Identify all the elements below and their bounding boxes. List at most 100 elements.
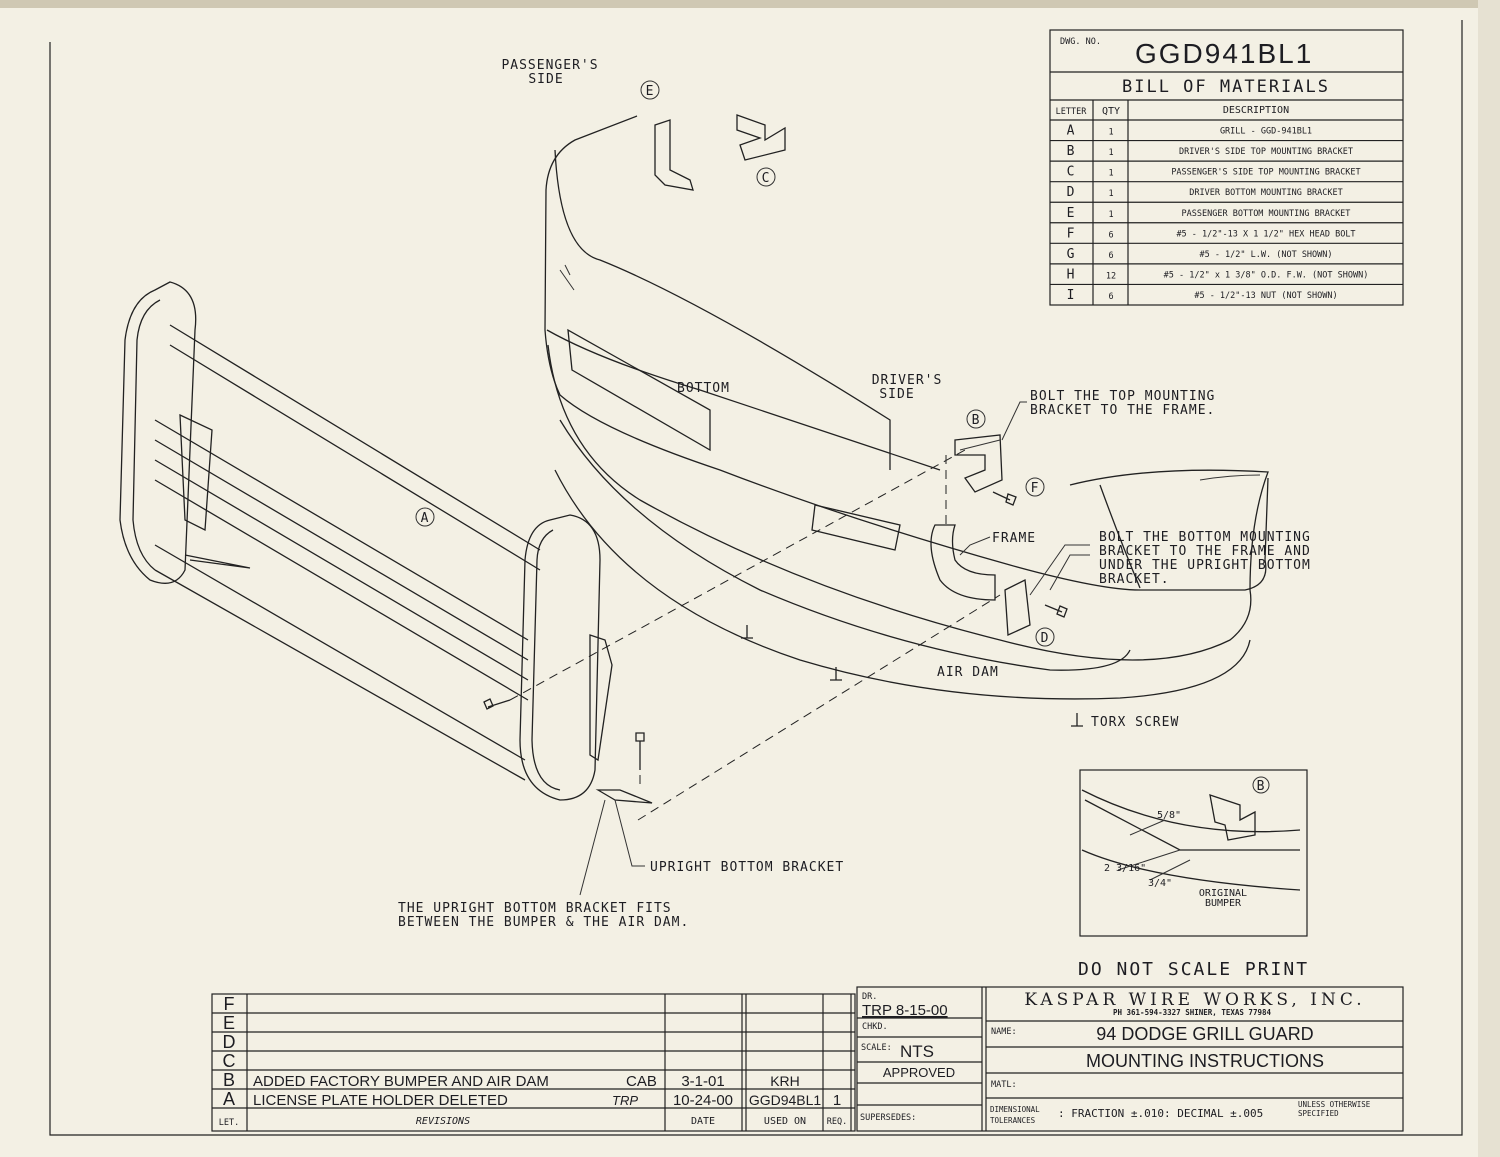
- tolerances-value: : FRACTION ±.010: DECIMAL ±.005: [1058, 1107, 1263, 1120]
- grill-guard-side-bracket: [589, 634, 613, 762]
- callouts: E C A B F D: [415, 80, 1055, 647]
- supersedes-label: SUPERSEDES:: [860, 1113, 916, 1123]
- bom-row: E 1 PASSENGER BOTTOM MOUNTING BRACKET: [1067, 206, 1351, 221]
- bom-description: #5 - 1/2" x 1 3/8" O.D. F.W. (NOT SHOWN): [1164, 270, 1369, 280]
- bom-qty: 12: [1106, 271, 1116, 281]
- company-name: KASPAR WIRE WORKS, INC.: [1024, 990, 1365, 1010]
- detail-line: [959, 439, 1261, 481]
- hex-bolt-icon: [483, 698, 511, 710]
- bom-description: DRIVER BOTTOM MOUNTING BRACKET: [1189, 188, 1343, 198]
- rev-letter: B: [223, 1070, 235, 1090]
- bottom-bracket-note: BRACKET.: [1099, 572, 1170, 587]
- top-bracket-note: BOLT THE TOP MOUNTING: [1030, 389, 1215, 404]
- bom-header-description: DESCRIPTION: [1223, 105, 1289, 116]
- callout-f: F: [1031, 481, 1040, 496]
- bumper-opening-2: [811, 504, 901, 551]
- revision-row: F: [224, 994, 235, 1014]
- bill-of-materials: DWG. NO. GGD941BL1 BILL OF MATERIALS LET…: [1049, 29, 1404, 306]
- bumper-outline: [544, 115, 1269, 591]
- rev-letter: E: [223, 1013, 235, 1033]
- bom-header-qty: QTY: [1102, 106, 1120, 117]
- frame-rail: [930, 524, 996, 601]
- hood-edge: [554, 149, 891, 470]
- bom-letter: G: [1067, 247, 1076, 262]
- drawing-name-line2: MOUNTING INSTRUCTIONS: [1086, 1051, 1324, 1071]
- rev-by: TRP: [612, 1093, 638, 1108]
- matl-label: MATL:: [991, 1080, 1017, 1090]
- leader-line: [959, 536, 991, 556]
- chkd-label: CHKD.: [862, 1022, 888, 1032]
- rev-header-used-on: USED ON: [764, 1116, 806, 1127]
- name-label: NAME:: [991, 1027, 1017, 1037]
- bom-qty: 6: [1108, 251, 1113, 261]
- assembly-line: [509, 449, 966, 701]
- bottom-bracket-note: BRACKET TO THE FRAME AND: [1099, 544, 1311, 559]
- bom-letter: I: [1067, 288, 1076, 303]
- dr-label: DR.: [862, 992, 877, 1002]
- approved-label: APPROVED: [883, 1065, 955, 1080]
- bom-qty: 1: [1108, 210, 1113, 220]
- drawing-name-line1: 94 DODGE GRILL GUARD: [1096, 1024, 1313, 1044]
- callout-d: D: [1041, 631, 1050, 646]
- passenger-side-label: PASSENGER'S: [501, 58, 598, 73]
- bom-row: H 12 #5 - 1/2" x 1 3/8" O.D. F.W. (NOT SHO…: [1067, 267, 1369, 282]
- air-dam-lip: [559, 419, 1131, 671]
- bumper-opening: [567, 328, 711, 452]
- bom-description: #5 - 1/2" L.W. (NOT SHOWN): [1199, 250, 1332, 260]
- torx-screw-label: TORX SCREW: [1091, 715, 1179, 730]
- callout-c: C: [762, 171, 771, 186]
- dwg-no-label: DWG. NO.: [1060, 37, 1101, 47]
- bottom-bracket-note: BOLT THE BOTTOM MOUNTING: [1099, 530, 1311, 545]
- bom-letter: E: [1067, 206, 1076, 221]
- rev-req: 1: [833, 1092, 841, 1109]
- rev-description: ADDED FACTORY BUMPER AND AIR DAM: [253, 1073, 549, 1090]
- hex-bolt-icon: [992, 491, 1017, 506]
- leader-line: [1029, 544, 1090, 596]
- bumper-crease: [546, 329, 941, 471]
- unless-specified: SPECIFIED: [1298, 1109, 1339, 1118]
- detail-dim-3-4: 3/4": [1148, 878, 1172, 889]
- bom-description: #5 - 1/2"-13 X 1 1/2" HEX HEAD BOLT: [1176, 229, 1355, 239]
- title-block: DR. TRP 8-15-00 CHKD. SCALE: NTS APPROVE…: [856, 986, 1404, 1132]
- rev-by: CAB: [626, 1073, 657, 1090]
- revision-row: B ADDED FACTORY BUMPER AND AIR DAM CAB 3-1-…: [223, 1070, 800, 1090]
- frame-label: FRAME: [992, 531, 1036, 546]
- bom-qty: 1: [1108, 148, 1113, 158]
- air-dam-outline: [547, 344, 1252, 661]
- grill-guard-bracket-left: [179, 413, 213, 532]
- bom-description: PASSENGER BOTTOM MOUNTING BRACKET: [1182, 209, 1351, 219]
- rev-used-on: GGD94BL1: [749, 1092, 822, 1108]
- exploded-diagram: [119, 114, 1269, 896]
- rev-date: 3-1-01: [681, 1073, 724, 1090]
- revision-row: C: [223, 1051, 236, 1071]
- leader-line: [579, 799, 645, 896]
- torx-screw-icon: [830, 667, 842, 681]
- bracket-b: [954, 434, 1003, 493]
- upright-note: BETWEEN THE BUMPER & THE AIR DAM.: [398, 915, 689, 930]
- hex-bolt-icon: [635, 732, 645, 770]
- bom-description: DRIVER'S SIDE TOP MOUNTING BRACKET: [1179, 147, 1353, 157]
- grill-guard-tube-1: [169, 324, 541, 571]
- grill-guard-tube-2: [154, 419, 529, 661]
- bom-letter: H: [1067, 267, 1076, 282]
- rev-letter: C: [223, 1051, 236, 1071]
- unless-specified: UNLESS OTHERWISE: [1298, 1100, 1371, 1109]
- detail-callout-b: B: [1257, 779, 1266, 794]
- sheet-edge: [0, 0, 1500, 8]
- bom-qty: 6: [1108, 230, 1113, 240]
- detail-dim-5-8: 5/8": [1157, 810, 1181, 821]
- rev-letter: F: [224, 994, 235, 1014]
- bom-description: PASSENGER'S SIDE TOP MOUNTING BRACKET: [1171, 168, 1360, 178]
- bom-qty: 6: [1108, 292, 1113, 302]
- tolerances-label: TOLERANCES: [990, 1116, 1036, 1125]
- grill-guard-bottom-bracket-left: [184, 554, 251, 569]
- rev-header-revisions: REVISIONS: [416, 1116, 470, 1127]
- bracket-d: [1004, 579, 1031, 636]
